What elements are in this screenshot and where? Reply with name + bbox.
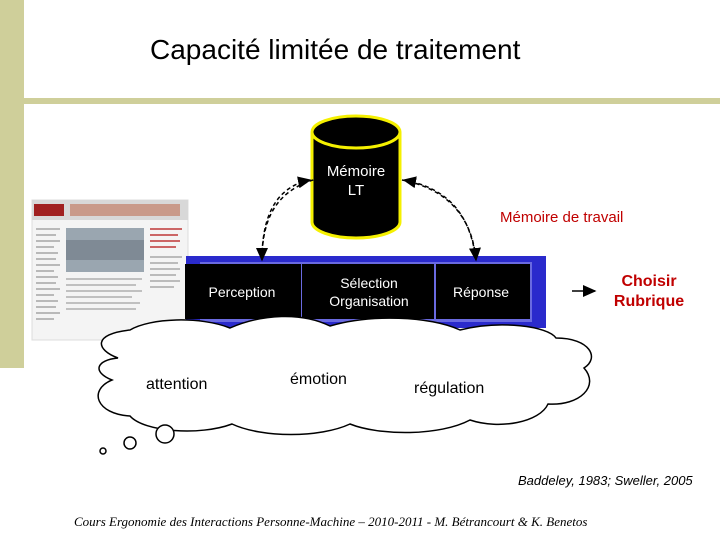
decorative-top-rule [24,98,720,104]
slide-title: Capacité limitée de traitement [150,34,521,65]
decorative-left-bar [0,0,24,368]
output-label: Choisir Rubrique [594,272,704,312]
working-memory-label: Mémoire de travail [500,209,624,226]
footer-credit: Cours Ergonomie des Interactions Personn… [74,514,588,529]
output-line1: Choisir [621,273,677,290]
selection-label: Sélection Organisation [304,274,434,310]
thought-bubble-medium [123,436,137,450]
selection-line1: Sélection [340,275,398,291]
thought-bubble-large [155,424,175,444]
perception-box [185,264,301,319]
cloud-word-attention: attention [146,376,208,393]
long-term-memory-label: Mémoire LT [312,162,400,200]
arrow-memory-to-response [401,179,481,262]
selection-line2: Organisation [329,293,409,309]
perception-label: Perception [208,284,276,300]
website-thumbnail [31,199,189,341]
arrow-perception-to-memory [261,176,312,261]
citation: Baddeley, 1983; Sweller, 2005 [518,473,693,488]
memory-lt-line2: LT [347,182,365,199]
cloud-word-emotion: émotion [290,371,347,388]
memory-lt-line1: Mémoire [326,163,386,180]
response-label: Réponse [452,284,510,300]
long-term-memory-cylinder [310,114,402,240]
cloud-word-regulation: régulation [414,380,485,397]
thought-bubble-small [99,447,107,455]
response-box [436,264,530,319]
arrow-response-to-memory [402,176,477,261]
output-line2: Rubrique [613,293,685,310]
selection-box [302,264,434,319]
